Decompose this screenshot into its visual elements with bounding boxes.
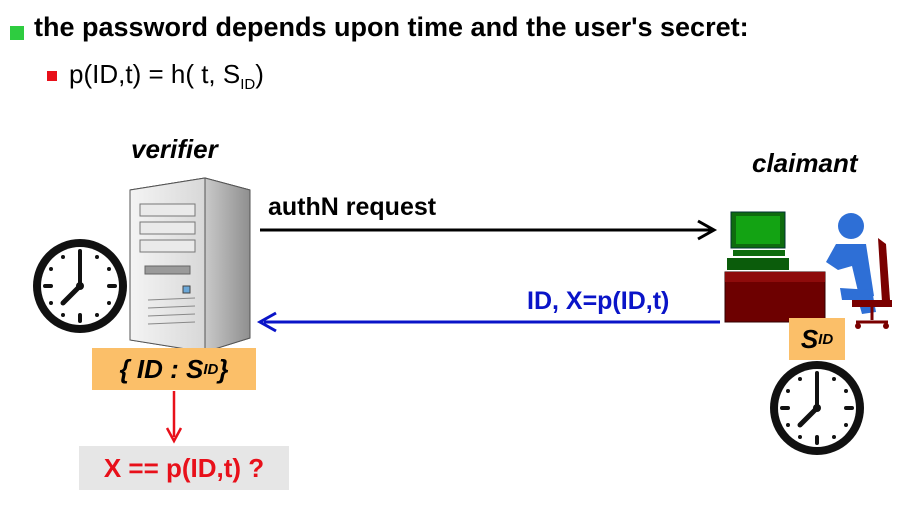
clock-icon (33, 239, 127, 333)
request-label: authN request (268, 193, 437, 221)
secret-prefix: S (800, 323, 819, 354)
key-subscript: ID (203, 360, 219, 378)
clock-icon (770, 361, 864, 455)
formula-prefix: p(ID,t) = h( t, S (69, 59, 241, 89)
bullet-green-square (10, 26, 24, 40)
computer-desk-icon (724, 211, 826, 323)
key-prefix: { ID : S (119, 353, 204, 384)
formula-suffix: ) (255, 59, 264, 89)
office-chair-icon (852, 238, 892, 329)
check-expression: X == p(ID,t) ? (79, 446, 289, 490)
verifier-label: verifier (131, 134, 218, 164)
request-arrow (260, 219, 718, 241)
formula-subscript: ID (240, 76, 256, 93)
check-arrow (165, 391, 183, 444)
main-statement: the password depends upon time and the u… (34, 12, 749, 42)
claimant-label: claimant (752, 148, 858, 178)
formula: p(ID,t) = h( t, SID) (69, 59, 264, 93)
key-suffix: } (218, 353, 229, 384)
secret-subscript: ID (818, 330, 834, 348)
server-icon (129, 177, 251, 353)
user-icon (826, 213, 876, 314)
response-label: ID, X=p(ID,t) (527, 287, 670, 315)
bullet-red-square (47, 71, 57, 81)
response-arrow (256, 311, 720, 333)
